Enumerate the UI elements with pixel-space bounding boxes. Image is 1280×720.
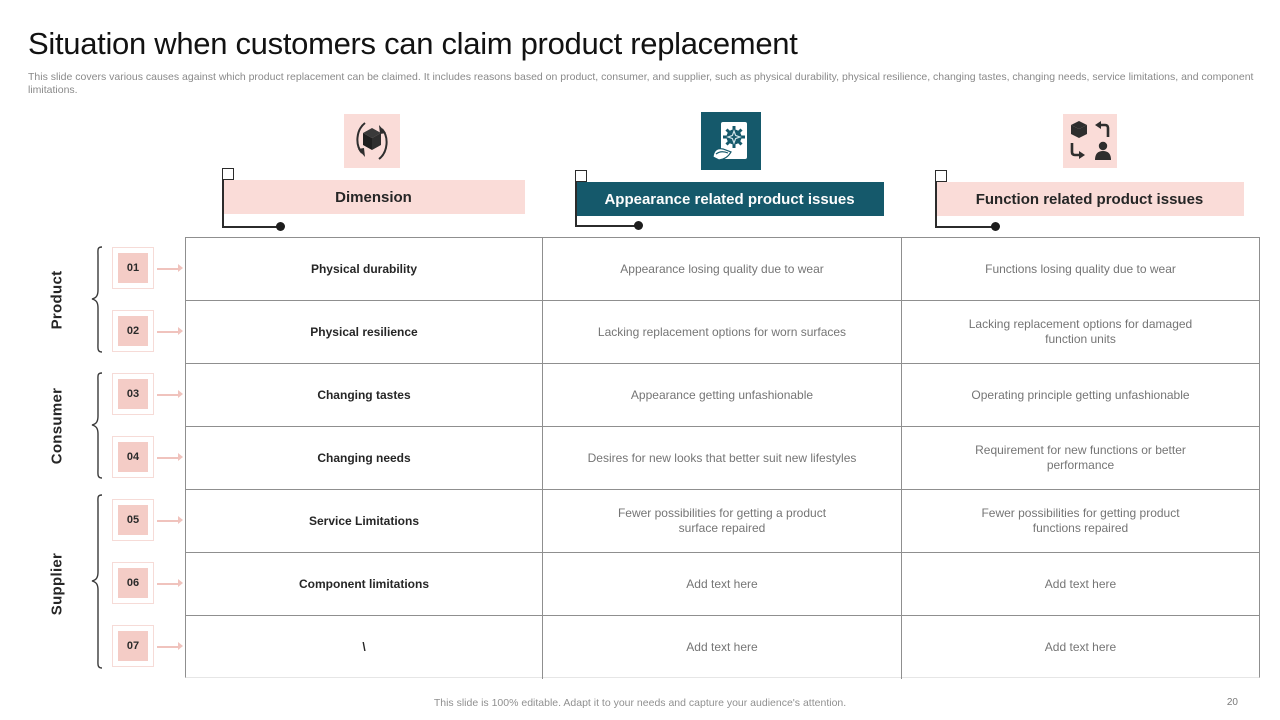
table-cell-dimension: Component limitations	[186, 553, 543, 616]
row-number-badge: 04	[112, 436, 154, 478]
box-return-person-icon	[1063, 114, 1117, 168]
row-number: 04	[118, 442, 148, 472]
group-label-consumer: Consumer	[48, 387, 66, 465]
replacement-claims-table: Physical durability Appearance losing qu…	[185, 237, 1260, 679]
badge-arrow	[157, 457, 178, 459]
badge-arrow-head	[178, 579, 183, 587]
table-cell-function: Add text here	[902, 553, 1259, 616]
badge-arrow	[157, 268, 178, 270]
connector-line	[222, 180, 224, 227]
table-cell-dimension: Changing needs	[186, 427, 543, 490]
table-cell-appearance: Appearance getting unfashionable	[543, 364, 902, 427]
table-cell-dimension: Physical resilience	[186, 301, 543, 364]
connector-line	[575, 225, 637, 227]
footer-note: This slide is 100% editable. Adapt it to…	[433, 697, 847, 709]
connector-line	[575, 182, 577, 226]
row-number: 03	[118, 379, 148, 409]
group-label-product: Product	[48, 270, 66, 330]
column-header-function: Function related product issues	[935, 182, 1244, 216]
page-subtitle: This slide covers various causes against…	[28, 71, 1254, 96]
badge-arrow	[157, 520, 178, 522]
table-cell-function: Lacking replacement options for damaged …	[902, 301, 1259, 364]
connector-line	[935, 182, 937, 227]
box-cycle-icon	[344, 114, 400, 168]
connector-square	[222, 168, 234, 180]
row-number: 05	[118, 505, 148, 535]
group-brace	[91, 246, 103, 353]
table-cell-function: Requirement for new functions or better …	[902, 427, 1259, 490]
row-number: 02	[118, 316, 148, 346]
row-number-badge: 03	[112, 373, 154, 415]
row-number-badge: 01	[112, 247, 154, 289]
table-cell-function: Functions losing quality due to wear	[902, 238, 1259, 301]
badge-arrow-head	[178, 453, 183, 461]
group-brace	[91, 494, 103, 669]
badge-arrow-head	[178, 516, 183, 524]
badge-arrow-head	[178, 390, 183, 398]
badge-arrow-head	[178, 327, 183, 335]
connector-line	[222, 226, 279, 228]
badge-arrow	[157, 646, 178, 648]
table-cell-function: Operating principle getting unfashionabl…	[902, 364, 1259, 427]
table-cell-dimension: Service Limitations	[186, 490, 543, 553]
gear-hand-document-icon	[701, 112, 761, 170]
connector-dot	[276, 222, 285, 231]
badge-arrow	[157, 583, 178, 585]
table-cell-appearance: Fewer possibilities for getting a produc…	[543, 490, 902, 553]
table-cell-dimension: \	[186, 616, 543, 679]
row-number: 01	[118, 253, 148, 283]
page-title: Situation when customers can claim produ…	[28, 26, 798, 61]
badge-arrow	[157, 394, 178, 396]
table-cell-appearance: Add text here	[543, 616, 902, 679]
table-cell-function: Fewer possibilities for getting product …	[902, 490, 1259, 553]
table-cell-appearance: Desires for new looks that better suit n…	[543, 427, 902, 490]
column-header-appearance: Appearance related product issues	[575, 182, 884, 216]
row-number-badge: 02	[112, 310, 154, 352]
connector-square	[575, 170, 587, 182]
table-cell-dimension: Physical durability	[186, 238, 543, 301]
connector-dot	[991, 222, 1000, 231]
table-cell-appearance: Lacking replacement options for worn sur…	[543, 301, 902, 364]
connector-square	[935, 170, 947, 182]
column-header-dimension: Dimension	[222, 180, 525, 214]
row-number: 06	[118, 568, 148, 598]
table-cell-appearance: Appearance losing quality due to wear	[543, 238, 902, 301]
row-number: 07	[118, 631, 148, 661]
row-number-badge: 05	[112, 499, 154, 541]
page-number: 20	[1226, 697, 1238, 708]
table-cell-appearance: Add text here	[543, 553, 902, 616]
table-cell-dimension: Changing tastes	[186, 364, 543, 427]
row-number-badge: 07	[112, 625, 154, 667]
row-number-badge: 06	[112, 562, 154, 604]
badge-arrow-head	[178, 642, 183, 650]
group-brace	[91, 372, 103, 479]
table-cell-function: Add text here	[1044, 640, 1117, 654]
badge-arrow-head	[178, 264, 183, 272]
connector-dot	[634, 221, 643, 230]
badge-arrow	[157, 331, 178, 333]
connector-line	[935, 226, 994, 228]
group-label-supplier: Supplier	[48, 552, 66, 616]
